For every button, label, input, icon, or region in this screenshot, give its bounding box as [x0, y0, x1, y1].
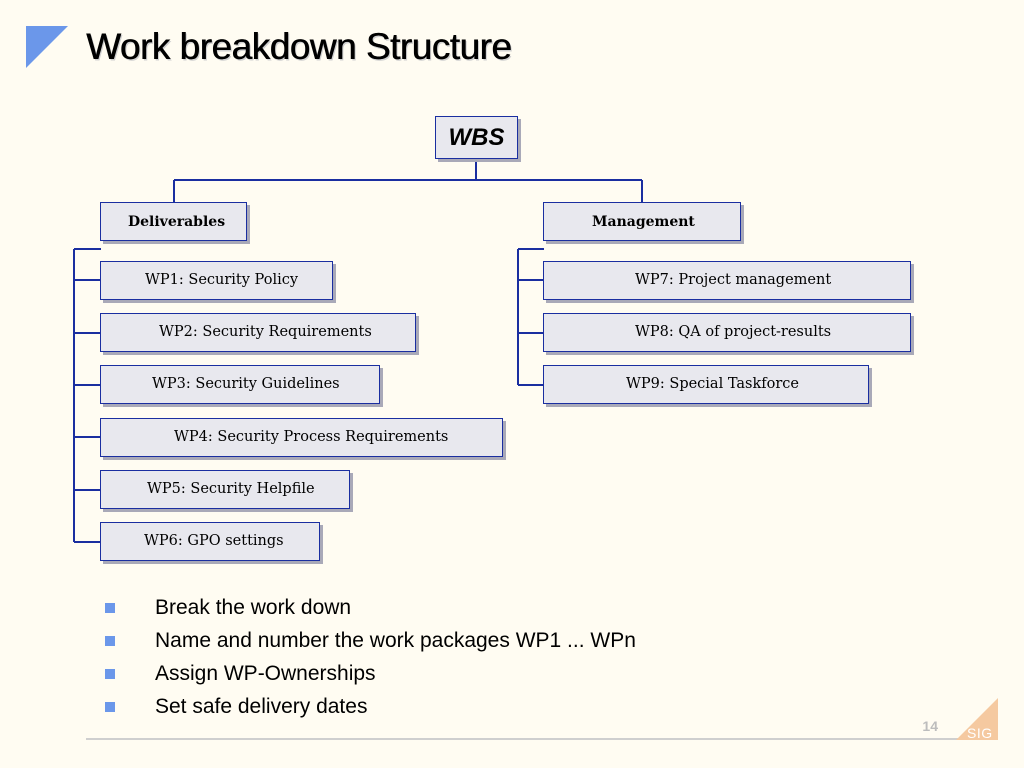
work-package-label: WP4: Security Process Requirements [174, 429, 449, 446]
sig-logo-icon [956, 698, 998, 740]
work-package-label: WP1: Security Policy [145, 272, 299, 289]
work-package-box-wp7: WP7: Project management [543, 261, 911, 300]
corner-triangle-icon [26, 26, 68, 68]
work-package-box-wp1: WP1: Security Policy [100, 261, 333, 300]
work-package-label: WP2: Security Requirements [159, 324, 372, 341]
deliverables-box: Deliverables [100, 202, 247, 241]
square-bullet-icon [105, 635, 115, 646]
footer-divider [86, 738, 996, 740]
bullet-item: Break the work down [105, 591, 636, 624]
work-package-label: WP9: Special Taskforce [626, 376, 799, 393]
work-package-box-wp3: WP3: Security Guidelines [100, 365, 380, 404]
square-bullet-icon [105, 668, 115, 679]
management-box: Management [543, 202, 741, 241]
bullet-text: Assign WP-Ownerships [155, 661, 376, 685]
work-package-label: WP7: Project management [635, 272, 832, 289]
wbs-root-box: WBS [435, 116, 518, 159]
work-package-label: WP5: Security Helpfile [147, 481, 315, 498]
bullet-item: Name and number the work packages WP1 ..… [105, 624, 636, 657]
logo-text: SIG [967, 725, 993, 741]
bullet-text: Name and number the work packages WP1 ..… [155, 628, 636, 652]
work-package-label: WP6: GPO settings [144, 533, 284, 550]
slide-title: Work breakdown Structure [86, 26, 512, 67]
square-bullet-icon [105, 701, 115, 712]
wbs-root-label: WBS [448, 123, 505, 151]
work-package-box-wp6: WP6: GPO settings [100, 522, 320, 561]
square-bullet-icon [105, 602, 115, 613]
work-package-box-wp2: WP2: Security Requirements [100, 313, 416, 352]
bullet-text: Break the work down [155, 595, 352, 619]
wbs-connector-lines [73, 158, 643, 543]
work-package-label: WP8: QA of project-results [635, 324, 832, 341]
bullet-item: Set safe delivery dates [105, 690, 636, 723]
bullet-list: Break the work down Name and number the … [105, 591, 636, 723]
bullet-item: Assign WP-Ownerships [105, 657, 636, 690]
bullet-text: Set safe delivery dates [155, 694, 368, 718]
work-package-box-wp8: WP8: QA of project-results [543, 313, 911, 352]
work-package-box-wp5: WP5: Security Helpfile [100, 470, 350, 509]
deliverables-label: Deliverables [128, 213, 226, 230]
work-package-label: WP3: Security Guidelines [152, 376, 340, 393]
work-package-box-wp4: WP4: Security Process Requirements [100, 418, 503, 457]
work-package-box-wp9: WP9: Special Taskforce [543, 365, 869, 404]
page-number: 14 [922, 718, 938, 734]
management-label: Management [592, 213, 695, 230]
